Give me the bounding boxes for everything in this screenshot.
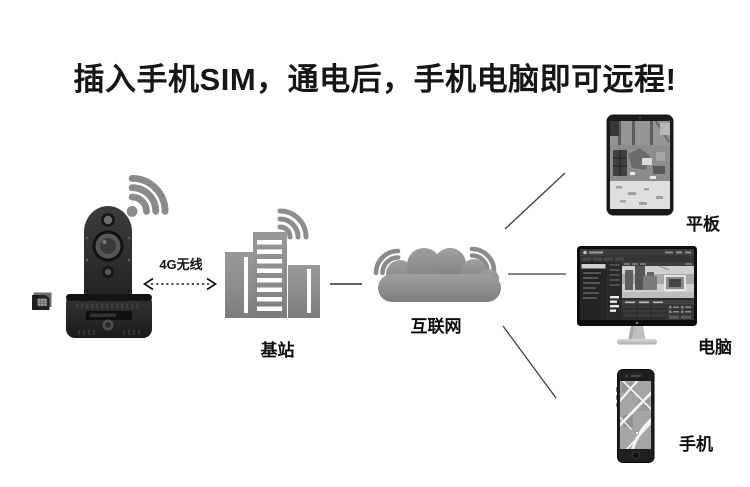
line-camera-basestation — [142, 277, 218, 291]
desktop-monitor-icon — [577, 246, 697, 345]
wireless-4g-label: 4G无线 — [159, 257, 203, 272]
internet-label: 互联网 — [410, 317, 462, 336]
radio-waves-icon — [277, 208, 309, 240]
monitor-screen-ui — [580, 249, 694, 320]
cloud-icon — [373, 246, 501, 302]
computer-label: 电脑 — [698, 338, 732, 357]
smartphone-icon — [616, 369, 655, 463]
page-title: 插入手机SIM，通电后，手机电脑即可远程! — [73, 62, 677, 97]
line-internet-tablet — [504, 172, 566, 230]
wifi-signal-icon — [126, 174, 169, 217]
phone-screen-map — [620, 381, 651, 449]
tablet-label: 平板 — [686, 215, 720, 234]
tablet-icon — [606, 114, 674, 216]
base-station-label: 基站 — [260, 341, 295, 360]
ptz-camera-icon — [66, 206, 152, 338]
line-internet-phone — [502, 325, 557, 399]
base-station-icon — [225, 208, 320, 318]
sim-card-icon — [32, 292, 52, 310]
tablet-screen-photo — [610, 121, 670, 209]
phone-label: 手机 — [679, 435, 713, 454]
